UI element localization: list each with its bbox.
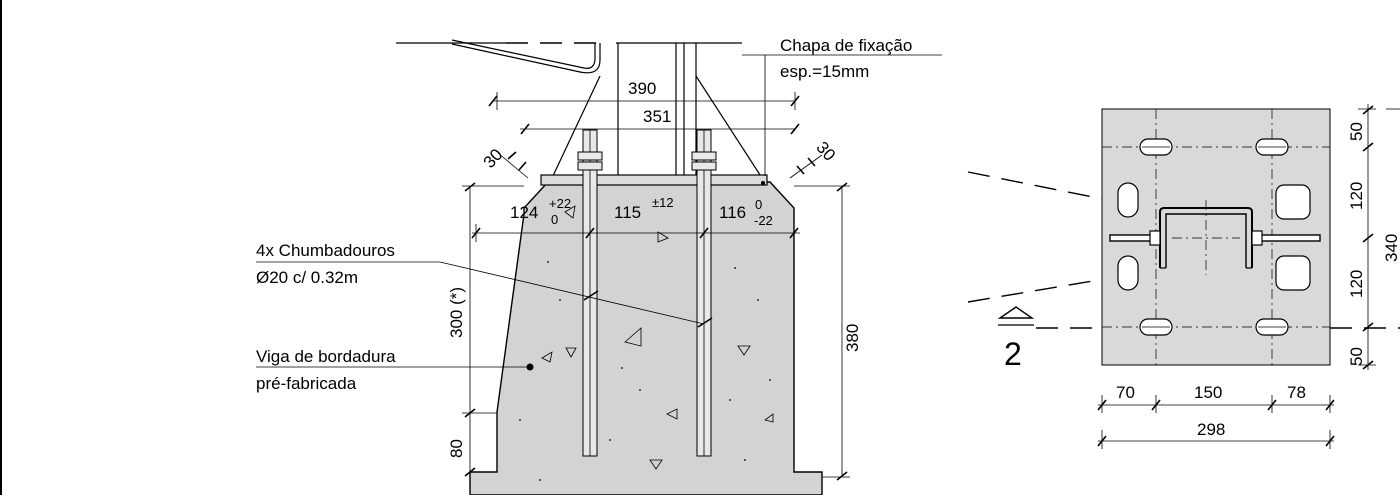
section-mark: 2 [1004,336,1022,372]
stiffener-left [551,75,601,179]
base-plate [540,174,768,186]
hook-inner [451,39,596,69]
nut-right-bottom [691,161,717,171]
aggregate-marks [541,205,774,470]
dim-50-top: 50 [1347,122,1366,141]
dim-70: 70 [1116,383,1135,402]
leader-anchors [439,261,705,325]
dim-30-left: 30 [480,145,507,172]
dim-300: 300 (*) [447,287,466,338]
dim-116: 116 [719,203,746,222]
dim-78: 78 [1287,383,1306,402]
nut-left-top [577,151,603,161]
plate-title: Chapa de fixação [780,36,912,55]
dim-80: 80 [447,439,466,458]
dim-115: 115 [614,203,641,222]
aggregate-dots [519,261,771,481]
rod-nut-left [1149,230,1161,246]
dim-340: 340 [1382,234,1400,262]
dim-380: 380 [843,324,862,352]
dim-124-tol-up: +22 [549,196,571,211]
dim-124-tol-down: 0 [551,212,558,227]
section-view: 390 351 30 30 124 +22 0 115 ±12 116 0 -2… [256,36,942,495]
stiffener-right [695,75,763,179]
anchors-spec: Ø20 c/ 0.32m [256,268,358,287]
dim-120-bottom: 120 [1347,270,1366,298]
dim-50-bottom: 50 [1347,347,1366,366]
leader-beam-dot [526,363,534,371]
dim-351: 351 [643,107,671,126]
dim-150: 150 [1194,383,1222,402]
plan-view: 2 [967,104,1400,449]
rod-nut-right [1251,230,1263,246]
dim-120-top: 120 [1347,182,1366,210]
beam-subtitle: pré-fabricada [256,374,357,393]
concrete-beam [469,181,823,495]
dim-390: 390 [628,79,656,98]
dim-30-left-line [497,152,529,179]
hook-outer [451,43,601,74]
dim-298: 298 [1197,420,1225,439]
dim-30-right: 30 [812,138,839,165]
section-marker-arrow [997,306,1035,319]
dim-124: 124 [510,203,538,222]
dim-116-tol-down: -22 [754,213,773,228]
dim-115-tol: ±12 [652,195,674,210]
dim-30-right-line [789,154,823,179]
nut-right-top [691,151,717,161]
dim-116-tol-up: 0 [755,197,762,212]
anchors-title: 4x Chumbadouros [256,241,395,260]
plate-thickness: esp.=15mm [780,62,869,81]
beam-title: Viga de bordadura [256,347,396,366]
weld-dot [761,181,765,185]
nut-left-bottom [577,161,603,171]
